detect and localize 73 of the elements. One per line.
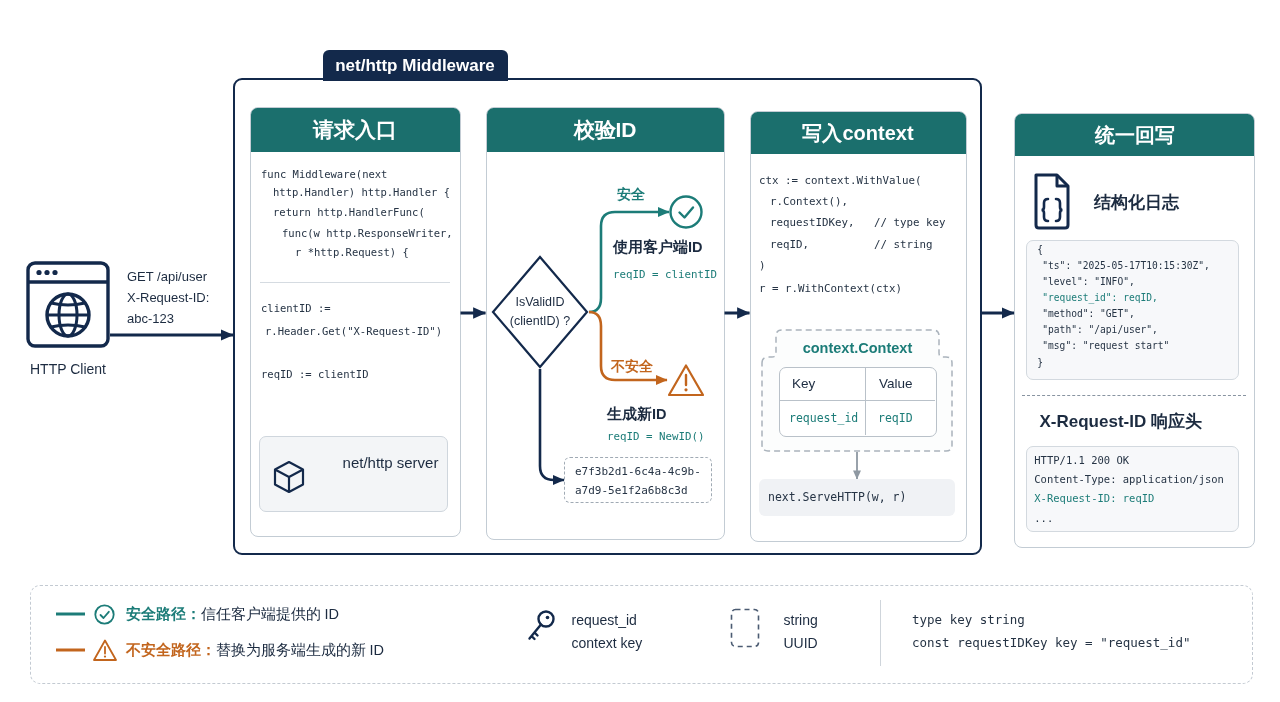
- legend-text: 不安全路径：替换为服务端生成的新 ID: [125, 640, 385, 660]
- panel-header: 校验ID: [486, 107, 724, 152]
- code-line: r = r.WithContext(ctx): [759, 282, 902, 296]
- code-line: r *http.Request) {: [295, 245, 409, 259]
- call-box: next.ServeHTTP(w, r): [759, 479, 955, 516]
- table-cell: request_id: [780, 401, 866, 435]
- arrow: [110, 329, 234, 341]
- legend-text: string UUID: [783, 610, 819, 653]
- code-line: "method": "GET",: [1042, 307, 1135, 322]
- table-header-cell: Value: [866, 368, 935, 401]
- code-line: requestIDKey, // type key: [770, 216, 946, 230]
- code-line: "ts": "2025-05-17T10:15:30Z",: [1042, 259, 1210, 274]
- arrow: [853, 451, 861, 480]
- legend-text: request_id context key: [571, 610, 644, 653]
- stage-panel: [485, 106, 725, 540]
- code-line: "path": "/api/user",: [1042, 323, 1158, 338]
- arrow: [588, 206, 670, 314]
- code-line: "level": "INFO",: [1042, 275, 1135, 290]
- code-line: type key string: [912, 611, 1025, 629]
- context-title: context.Context: [801, 339, 914, 358]
- step-title: 使用客户端ID: [613, 238, 703, 256]
- stage-panel: [249, 106, 461, 537]
- code-line: X-Request-ID: reqID: [1034, 491, 1155, 507]
- server-label: net/http server: [341, 452, 440, 473]
- section-heading: 结构化日志: [1093, 191, 1179, 214]
- code-box: [1025, 239, 1239, 380]
- code-line: reqID := clientID: [261, 367, 369, 381]
- section-heading: X-Request-ID 响应头: [1039, 410, 1202, 433]
- decision-label: IsValidID (clientID) ?: [508, 294, 572, 330]
- edge-label: 安全: [617, 186, 645, 204]
- code-line: r.Context(),: [770, 195, 848, 209]
- code-line: reqID, // string: [770, 238, 933, 252]
- warning-triangle-icon: [667, 363, 705, 397]
- edge-label: GET /api/user X-Request-ID: abc-123: [127, 268, 211, 328]
- code-line: func Middleware(next: [261, 167, 388, 181]
- code-line: {: [1037, 243, 1044, 258]
- node-label: HTTP Client: [29, 360, 107, 378]
- code-line: "msg": "request start": [1042, 339, 1170, 354]
- arrow: [724, 307, 751, 319]
- code-line: HTTP/1.1 200 OK: [1034, 453, 1130, 469]
- code-line: reqID = NewID(): [607, 429, 705, 444]
- table-header-cell: Key: [780, 368, 866, 401]
- arrow: [460, 307, 487, 319]
- code-line: r.Header.Get("X-Request-ID"): [265, 324, 442, 338]
- uuid-box: e7f3b2d1-6c4a-4c9b-a7d9-5e1f2a6b8c3d: [564, 457, 712, 503]
- code-line: }: [1037, 356, 1044, 371]
- stage-panel: [749, 110, 967, 542]
- code-line: http.Handler) http.Handler {: [273, 185, 450, 199]
- arrow: [982, 307, 1015, 319]
- code-line: reqID = clientID: [613, 267, 717, 282]
- code-line: "request_id": reqID,: [1042, 291, 1158, 306]
- server-card: [259, 436, 448, 512]
- code-line: ctx := context.WithValue(: [759, 174, 922, 188]
- panel-header: 写入context: [750, 111, 966, 154]
- code-line: clientID :=: [261, 301, 331, 315]
- group-title-tab: net/http Middleware: [322, 49, 508, 81]
- stage-panel: [1014, 113, 1255, 548]
- code-line: ): [759, 259, 766, 273]
- code-line: Content-Type: application/json: [1034, 472, 1224, 488]
- step-title: 生成新ID: [607, 405, 667, 423]
- panel-header: 统一回写: [1015, 114, 1254, 156]
- arrow: [538, 369, 565, 486]
- code-box: [1025, 445, 1239, 532]
- code-line: return http.HandlerFunc(: [273, 205, 425, 219]
- arrow: [588, 310, 668, 386]
- check-circle-icon: [669, 195, 703, 229]
- table-cell-text: reqID: [877, 410, 914, 427]
- code-line: const requestIDKey key = "request_id": [912, 634, 1191, 652]
- code-line: func(w http.ResponseWriter,: [282, 226, 453, 240]
- legend-text: 安全路径：信任客户端提供的 ID: [125, 604, 340, 624]
- edge-label: 不安全: [611, 358, 653, 376]
- panel-header: 请求入口: [250, 107, 460, 152]
- code-line: ...: [1034, 511, 1054, 527]
